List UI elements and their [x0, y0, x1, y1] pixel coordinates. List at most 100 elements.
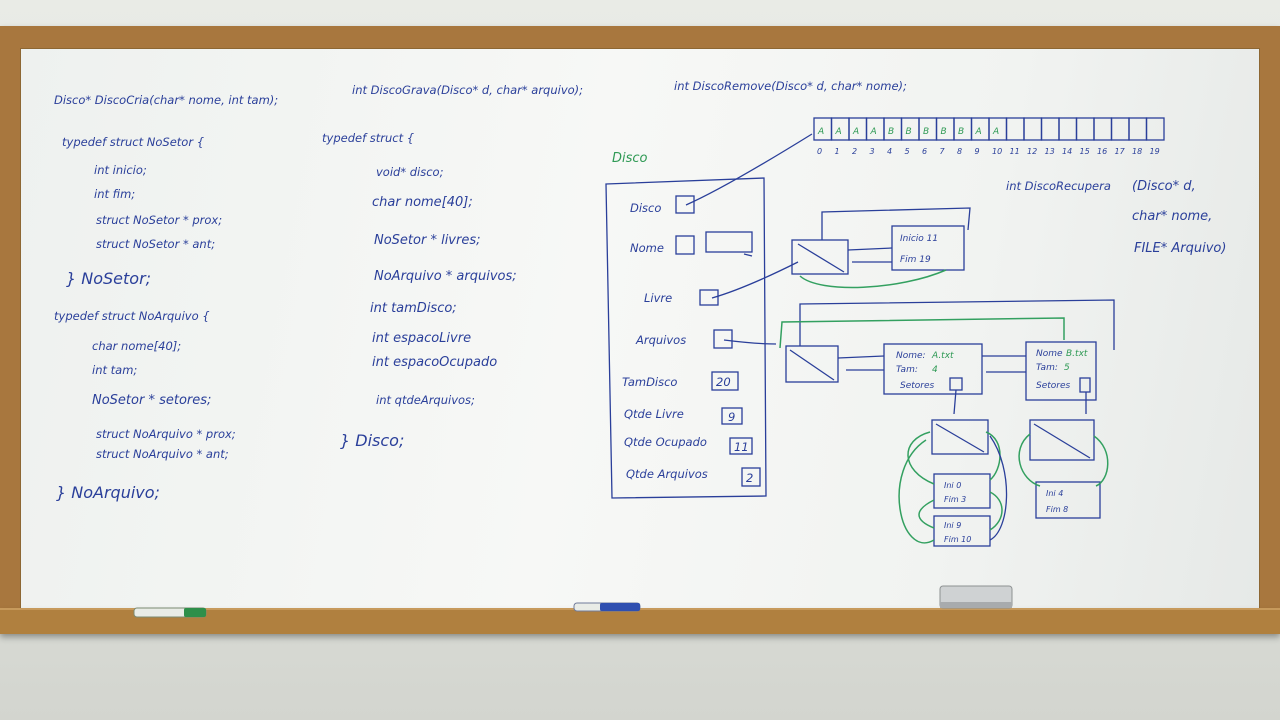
disco-struct-field: int tamDisco;	[370, 301, 457, 316]
field-box	[699, 289, 719, 306]
array-index: 17	[1115, 147, 1126, 156]
arrow-nome	[743, 253, 753, 257]
array-cell	[1040, 117, 1060, 141]
sector-node	[933, 515, 991, 547]
file-a-tam-label: Tam:	[896, 365, 918, 375]
field-qtdeocupado: Qtde Ocupado	[624, 435, 707, 449]
array-cell	[1058, 117, 1078, 141]
arquivos-loop-arrow	[799, 299, 1115, 350]
sector-green-arrow	[1093, 435, 1109, 487]
array-cell-value: B	[941, 127, 947, 137]
livre-next-arrow	[847, 247, 893, 251]
field-qtdelivre: Qtde Livre	[624, 407, 684, 421]
livre-inicio: Inicio 11	[900, 234, 938, 244]
field-box	[1079, 377, 1091, 393]
array-index: 13	[1045, 147, 1055, 156]
sectors-a-sentinel	[931, 419, 989, 455]
array-cell-value: A	[817, 127, 824, 137]
array-cell-value: A	[992, 127, 999, 137]
array-index: 2	[852, 147, 857, 156]
file-b-nome-label: Nome	[1036, 349, 1063, 359]
field-nome: Nome	[630, 241, 664, 255]
marker-cap	[184, 608, 206, 617]
field-box	[949, 377, 963, 391]
array-cell	[1110, 117, 1130, 141]
field-tamdisco: TamDisco	[622, 375, 677, 389]
field-box	[729, 437, 753, 455]
array-index: 0	[817, 147, 822, 156]
disco-struct-header: typedef struct {	[322, 131, 414, 145]
sector-a-fim: Fim 3	[944, 495, 966, 504]
array-cell	[1075, 117, 1095, 141]
array-index: 14	[1062, 147, 1072, 156]
diagram-title: Disco	[612, 151, 648, 166]
arquivos-green-loop	[779, 317, 1065, 349]
array-index: 8	[957, 147, 962, 156]
array-cell-value: B	[888, 127, 894, 137]
disco-struct-field: NoSetor * livres;	[374, 233, 481, 248]
noarquivo-field: char nome[40];	[92, 339, 181, 353]
array-cell-value: A	[870, 127, 877, 137]
field-box	[741, 467, 761, 487]
nosetor-field: struct NoSetor * ant;	[96, 237, 215, 251]
file-a-setores: Setores	[900, 381, 935, 391]
file-a-tam-value: 4	[932, 365, 938, 375]
proto-disco-grava: int DiscoGrava(Disco* d, char* arquivo);	[352, 83, 583, 97]
sector-b-fim: Fim 8	[1046, 505, 1068, 514]
array-index: 5	[905, 147, 910, 156]
array-index: 9	[975, 147, 980, 156]
sentinel-slash	[789, 349, 835, 381]
noarquivo-close: } NoArquivo;	[56, 483, 160, 502]
arrow-arquivos	[723, 339, 777, 345]
disco-struct-field: int espacoLivre	[372, 331, 471, 346]
array-cell-value: A	[975, 127, 982, 137]
array-index: 10	[992, 147, 1002, 156]
sector-green-arrow	[918, 499, 935, 529]
arquivos-sentinel	[785, 345, 839, 383]
nosetor-header: typedef struct NoSetor {	[62, 135, 204, 149]
array-index: 3	[870, 147, 875, 156]
proto-recupera-arg: (Disco* d,	[1132, 179, 1196, 194]
disco-diagram-box	[605, 177, 767, 499]
array-index: 7	[940, 147, 946, 156]
noarquivo-field: NoSetor * setores;	[92, 393, 211, 408]
sector-green-arrow	[898, 439, 935, 544]
sector-a-fim: Fim 10	[944, 535, 971, 544]
file-a-nome-value: A.txt	[931, 351, 954, 361]
sector-node	[933, 473, 991, 509]
array-cell	[1093, 117, 1113, 141]
array-index: 16	[1097, 147, 1107, 156]
livre-green-arrow	[799, 269, 947, 289]
sector-green-arrow	[1018, 433, 1041, 487]
field-arquivos: Arquivos	[635, 333, 686, 347]
noarquivo-field: int tam;	[92, 363, 137, 377]
sentinel-slash	[935, 423, 985, 453]
field-box	[711, 371, 739, 391]
file-a-nome-label: Nome:	[896, 351, 926, 361]
field-box	[675, 235, 695, 255]
value-qtdelivre: 9	[728, 410, 735, 424]
array-cell-value: B	[958, 127, 964, 137]
proto-recupera-arg: char* nome,	[1132, 209, 1212, 224]
sector-green-arrow	[989, 491, 1003, 531]
livre-loop-arrow	[821, 207, 971, 240]
array-cell-value: B	[906, 127, 912, 137]
file-b-tam-label: Tam:	[1036, 363, 1058, 373]
setores-arrow-a	[953, 389, 957, 415]
sentinel-slash	[1033, 423, 1091, 459]
sector-a-ini: Ini 0	[944, 481, 961, 490]
array-index: 6	[922, 147, 927, 156]
noarquivo-header: typedef struct NoArquivo {	[54, 309, 210, 323]
file-b-nome-value: B.txt	[1066, 349, 1088, 359]
name-array-box	[705, 231, 753, 253]
value-tamdisco: 20	[716, 375, 731, 389]
sentinel-slash	[797, 243, 845, 273]
livre-sentinel	[791, 239, 849, 275]
sector-a-ini: Ini 9	[944, 521, 961, 530]
sector-green-arrow	[907, 431, 935, 485]
field-livre: Livre	[644, 291, 672, 305]
sectors-b-sentinel	[1029, 419, 1095, 461]
value-qtdeocupado: 11	[734, 440, 749, 454]
array-cell	[1145, 117, 1165, 141]
